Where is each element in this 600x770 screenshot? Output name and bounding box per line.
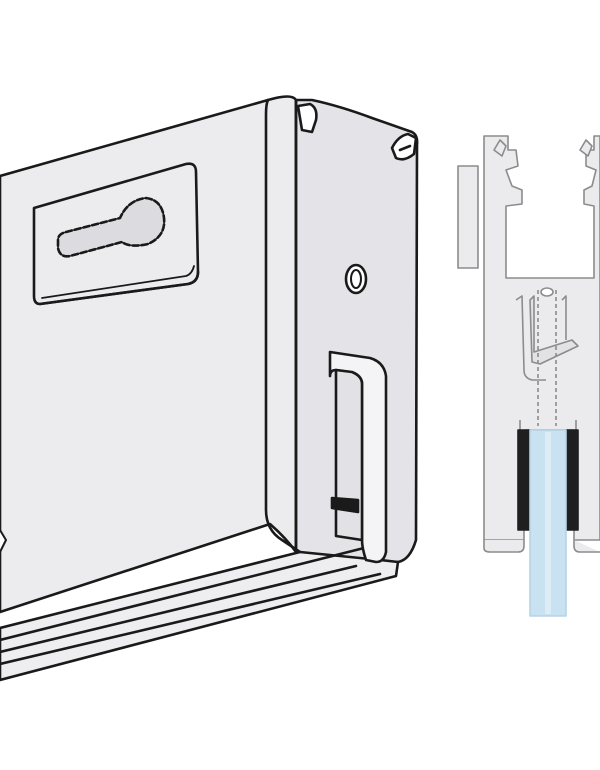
lock-plate-edge xyxy=(264,98,302,554)
gasket-left xyxy=(517,429,531,531)
profile-fastener xyxy=(537,290,557,426)
bottom-rail-line-2 xyxy=(0,564,358,654)
bracket-slot xyxy=(334,368,364,542)
profile-cross-section xyxy=(457,135,600,617)
bottom-rail-line-1 xyxy=(0,546,366,642)
profile-flange xyxy=(457,165,479,269)
lock-body-perspective xyxy=(0,95,419,682)
profile-channel xyxy=(515,295,546,381)
bottom-rail-line-3 xyxy=(0,572,382,666)
top-clip xyxy=(296,102,318,134)
side-clip xyxy=(390,132,418,161)
gasket-right xyxy=(565,429,579,531)
keyhole-plate-depth xyxy=(38,270,200,306)
